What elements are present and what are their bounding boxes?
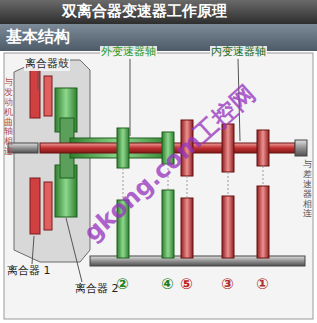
callout-number: ② bbox=[116, 276, 129, 293]
section-heading: 基本结构 bbox=[6, 28, 70, 46]
callout-number: ③ bbox=[221, 276, 234, 293]
callout-number: ⑤ bbox=[180, 276, 193, 293]
title-text: 双离合器变速器工作原理 bbox=[62, 3, 227, 20]
part-name: 离合器 2 bbox=[74, 283, 120, 296]
part-name: 离合器 1 bbox=[6, 265, 52, 278]
part-name: 内变速器轴 bbox=[210, 46, 267, 59]
part-name: 离合器鼓 bbox=[24, 58, 70, 71]
part-name: 外变速器轴 bbox=[100, 46, 157, 59]
callout-number: ④ bbox=[161, 276, 174, 293]
vertical-note: 与发动机曲轴相连 bbox=[4, 78, 13, 157]
vertical-note: 与差速器相连 bbox=[303, 160, 312, 219]
callout-number: ① bbox=[256, 276, 269, 293]
